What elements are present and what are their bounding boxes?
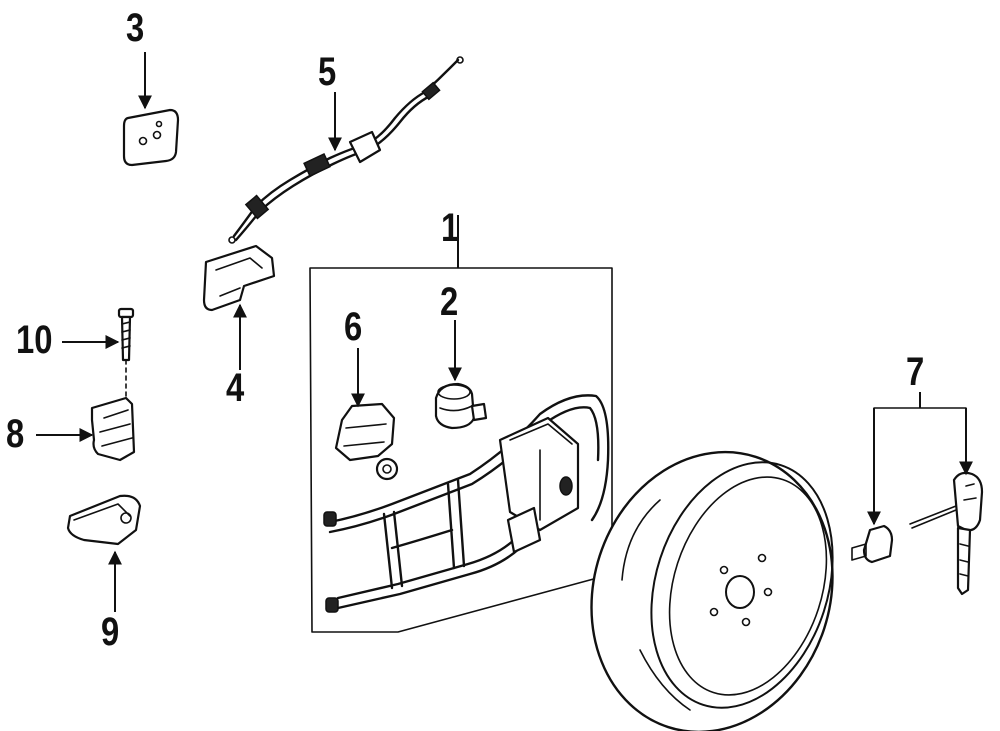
part-7-lock-set [851,407,984,596]
part-8-bracket [90,396,136,462]
part-1-carrier-assembly [309,255,613,633]
callout-1: 1 [441,206,460,250]
callout-7: 7 [906,350,925,394]
spare-tire [590,450,834,731]
part-10-bolt [117,307,135,401]
callout-2: 2 [440,280,459,324]
callout-9: 9 [101,610,120,654]
callout-3: 3 [126,6,145,50]
part-3-plate [122,108,180,167]
callout-8: 8 [6,412,25,456]
part-4-bracket [202,244,276,312]
callout-4: 4 [226,366,245,410]
part-6-plate [334,402,399,481]
callout-5: 5 [318,50,337,94]
callout-6: 6 [344,305,363,349]
callout-10: 10 [16,318,53,362]
part-9-block [66,494,142,546]
part-2-bushing [434,382,488,430]
part-5-cable [228,56,464,244]
